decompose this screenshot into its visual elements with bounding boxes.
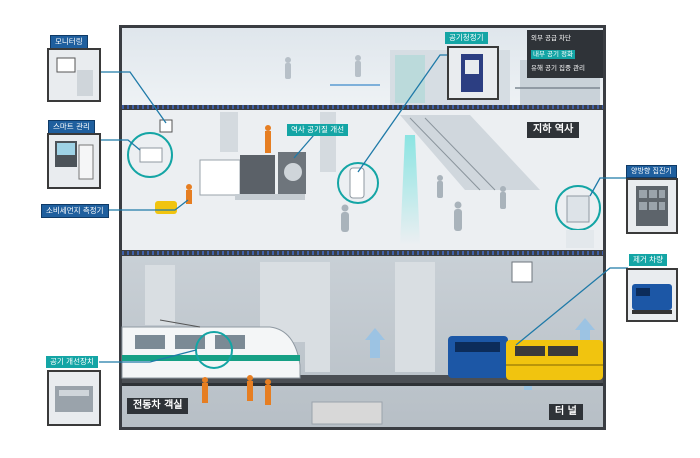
- legend-item-3: 유해 공기 집중 관리: [531, 64, 586, 72]
- fan-icon: [284, 163, 302, 181]
- thumb-smart-control: [47, 133, 101, 189]
- collector-base: [566, 230, 594, 248]
- machine-unit-1: [199, 159, 241, 196]
- connector-lines: [99, 54, 628, 363]
- label-tunnel: 터 널: [549, 404, 583, 420]
- label-ventilation-collector: 양방향 집진기: [626, 165, 677, 178]
- pedestrians: [285, 55, 361, 79]
- collector-unit: [566, 195, 590, 223]
- dust-removal-train: [448, 336, 603, 380]
- highlight-circle-smart: [127, 132, 173, 178]
- escalator-rail: [409, 117, 496, 191]
- legend-panel: 외부 공급 차단 내부 공기 정화 유해 공기 집중 관리: [527, 30, 603, 78]
- track-bed: [122, 375, 603, 385]
- label-air-circulation: 공기 개선장치: [46, 356, 98, 368]
- escalator: [400, 115, 540, 190]
- monitor-icon: [159, 119, 173, 133]
- legend-item-1: 외부 공급 차단: [531, 34, 572, 42]
- worker-icon: [155, 184, 192, 214]
- tunnel-fan-icon: [511, 261, 533, 283]
- worker-icon-2: [265, 125, 271, 153]
- concourse-people: [341, 175, 506, 232]
- purification-beam: [400, 135, 420, 245]
- legend-item-2: 내부 공기 정화: [531, 50, 576, 59]
- machine-base: [235, 194, 305, 200]
- label-ev-room: 전동차 객실: [127, 398, 189, 414]
- smart-control-panel: [139, 147, 163, 163]
- train-icon: [121, 319, 301, 379]
- thumb-ventilation-collector: [626, 178, 678, 234]
- highlight-circle-purifier: [337, 162, 379, 204]
- track-workers: [202, 375, 271, 405]
- drain-grate: [311, 401, 383, 425]
- thumb-monitoring: [47, 48, 101, 102]
- thumb-air-circulation: [47, 370, 101, 426]
- label-station-air-improve: 역사 공기질 개선: [287, 124, 349, 136]
- thumb-air-purifier: [447, 46, 499, 100]
- label-smart-control: 스마트 관리: [48, 120, 95, 134]
- tunnel-pillars: [145, 262, 435, 372]
- label-air-purifier: 공기청정기: [445, 32, 488, 44]
- rail: [122, 383, 603, 386]
- machine-unit-2: [240, 155, 275, 195]
- thumb-dust-vehicle: [626, 268, 678, 322]
- label-dust-vehicle: 제거 차량: [629, 254, 667, 266]
- label-dust-collector: 소비세먼지 측정기: [41, 204, 109, 218]
- label-underground-station: 지하 역사: [527, 122, 580, 138]
- air-purifier-icon: [349, 167, 365, 199]
- label-monitoring: 모니터링: [50, 35, 88, 49]
- entrance-glass: [395, 55, 425, 103]
